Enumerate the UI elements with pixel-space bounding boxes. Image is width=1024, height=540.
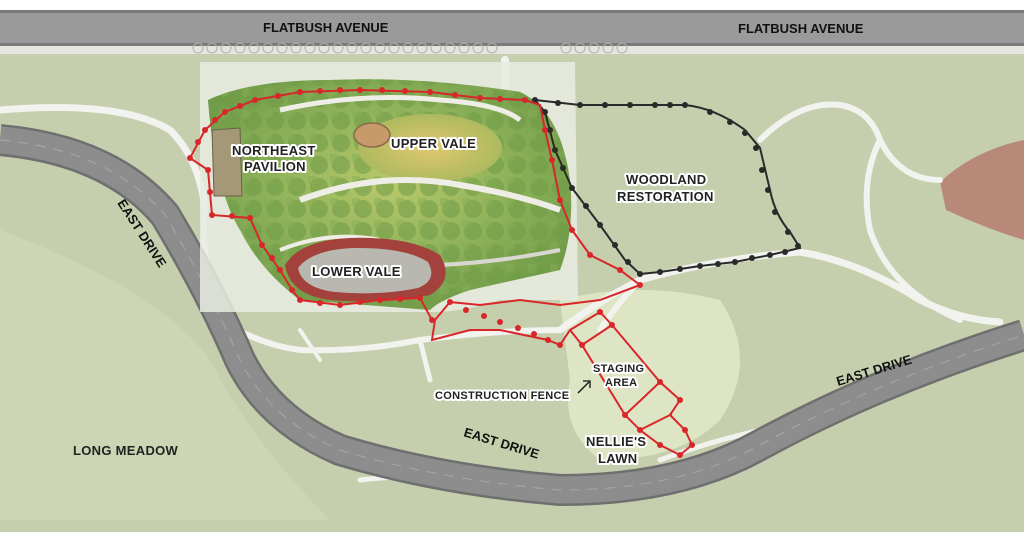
upper-vale-meadow: [358, 114, 502, 182]
nellies-lawn-label-line1: NELLIE'S: [586, 434, 646, 449]
lower-vale-label: LOWER VALE: [312, 264, 401, 279]
staging-area-label-line2: AREA: [605, 377, 637, 389]
woodland-restoration-label-line2: RESTORATION: [617, 189, 714, 204]
flatbush-avenue-road: [0, 10, 1024, 54]
nellies-lawn-label-line2: LAWN: [598, 451, 637, 466]
northeast-pavilion-structure: [211, 127, 243, 197]
ballfield: [940, 140, 1024, 240]
long-meadow-label: LONG MEADOW: [73, 443, 179, 458]
woodland-restoration-label-line1: WOODLAND: [626, 172, 706, 187]
project-planting-area: [200, 62, 578, 312]
construction-fence-label: CONSTRUCTION FENCE: [435, 390, 569, 402]
staging-area-label-line1: STAGING: [593, 363, 644, 375]
woodland-restoration-fence: [532, 97, 802, 277]
east-drive-road: [0, 124, 1024, 507]
flatbush-avenue-label-right: FLATBUSH AVENUE: [738, 21, 864, 36]
northeast-pavilion-label-line1: NORTHEAST: [232, 143, 316, 158]
construction-fence-line: [187, 87, 695, 458]
street-trees: [192, 42, 628, 54]
northeast-pavilion-label-line2: PAVILION: [244, 159, 306, 174]
upper-vale-label: UPPER VALE: [391, 136, 476, 151]
construction-fence-callout-arrow: [577, 380, 591, 394]
flatbush-avenue-label-left: FLATBUSH AVENUE: [263, 20, 389, 35]
nellies-lawn-area: [560, 290, 740, 460]
meadow-light-area: [0, 230, 330, 520]
